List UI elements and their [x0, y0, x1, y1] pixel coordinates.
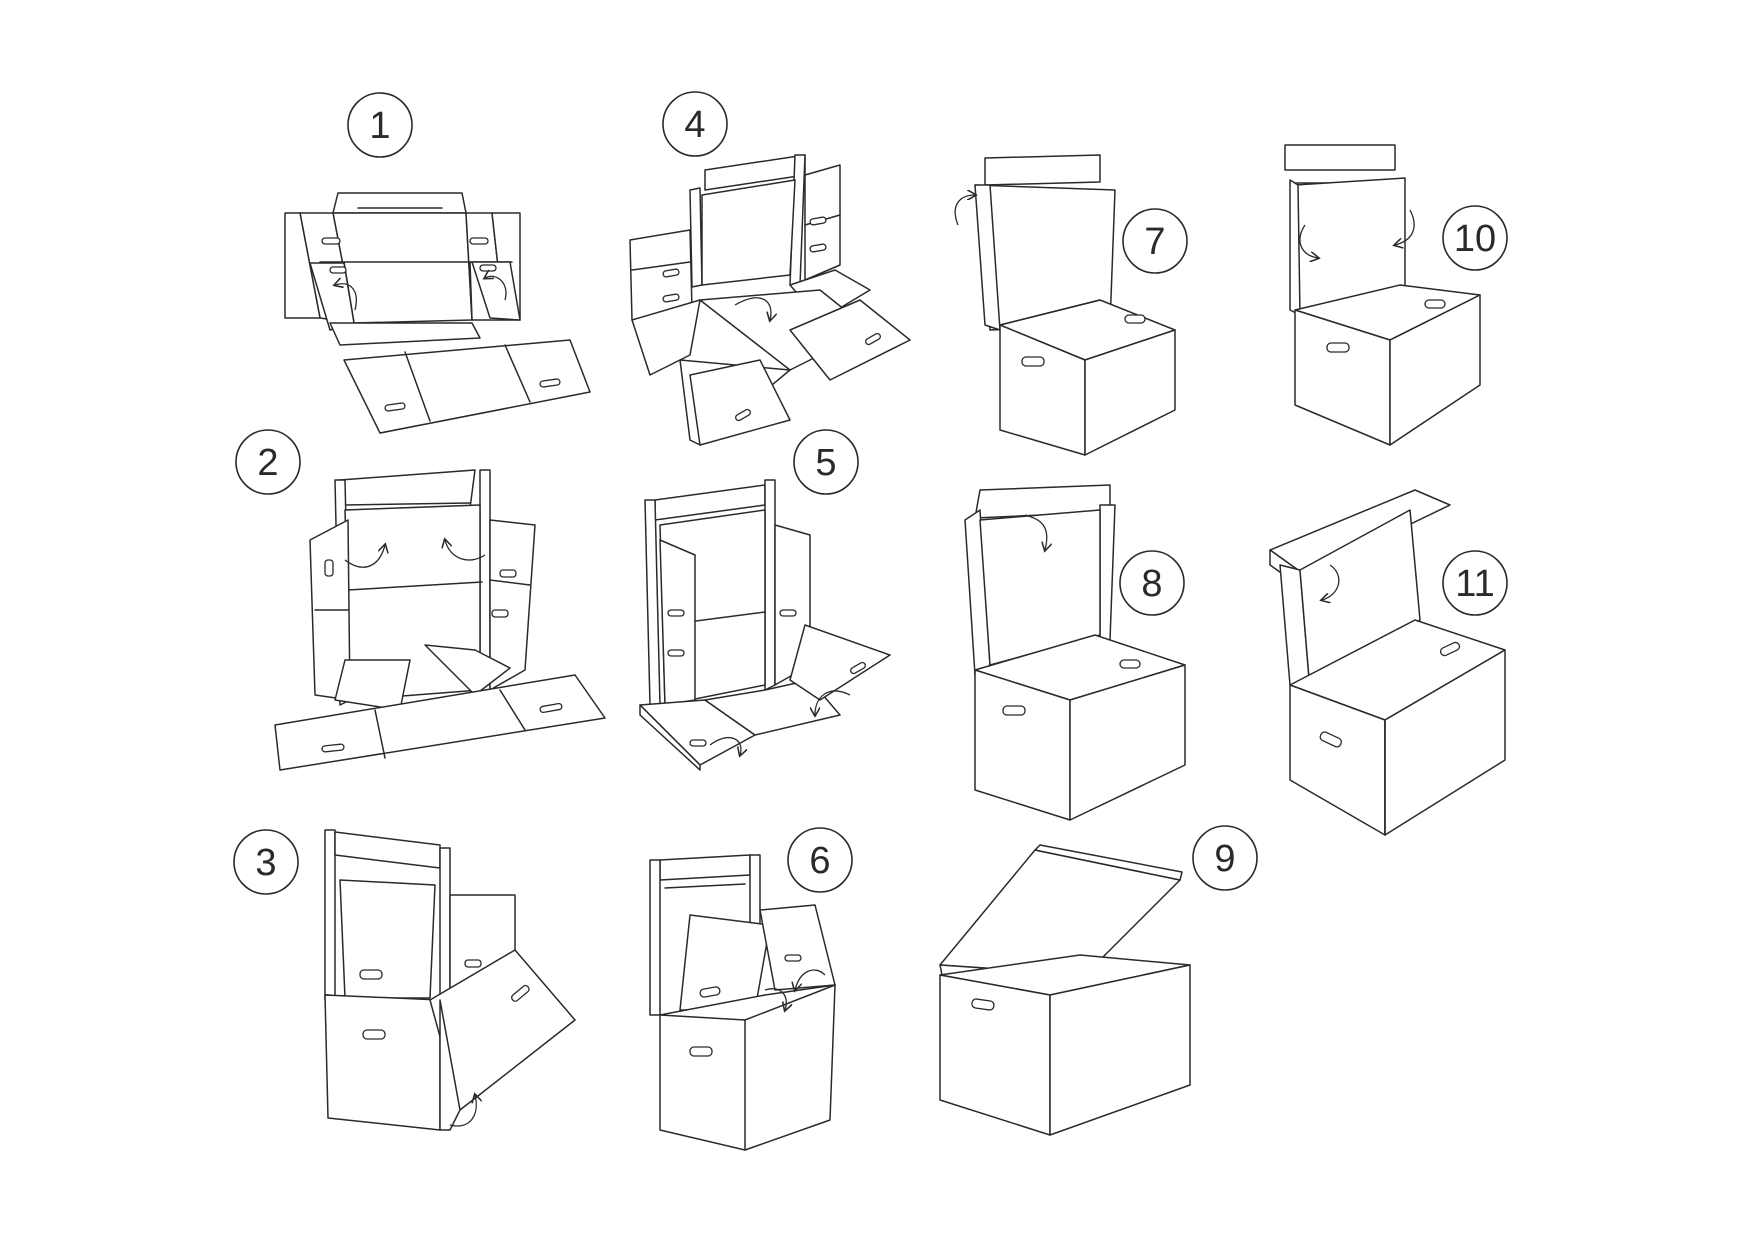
step-number-10: 10 [1454, 218, 1496, 260]
step-11-illustration [1269, 489, 1506, 836]
step-number-5: 5 [815, 442, 836, 484]
step-number-11: 11 [1455, 563, 1494, 605]
step-number-2: 2 [257, 442, 278, 484]
step-badge-9: 9 [1192, 825, 1258, 891]
step-number-4: 4 [684, 104, 705, 146]
step-8-illustration [964, 484, 1186, 821]
step-badge-8: 8 [1119, 550, 1185, 616]
step-1-illustration [284, 192, 591, 434]
step-number-7: 7 [1144, 221, 1165, 263]
step-7-illustration [954, 154, 1176, 456]
step-6-illustration [649, 854, 836, 1151]
step-number-6: 6 [809, 840, 830, 882]
step-number-9: 9 [1214, 838, 1235, 880]
step-4-illustration [629, 154, 911, 446]
step-badge-5: 5 [793, 429, 859, 495]
step-2-illustration [274, 469, 606, 771]
step-number-1: 1 [369, 105, 390, 147]
step-10-illustration [1284, 144, 1481, 446]
step-badge-4: 4 [662, 91, 728, 157]
step-badge-1: 1 [347, 92, 413, 158]
step-badge-7: 7 [1122, 208, 1188, 274]
step-badge-6: 6 [787, 827, 853, 893]
step-5-illustration [639, 479, 891, 771]
step-badge-3: 3 [233, 829, 299, 895]
step-9-illustration [939, 844, 1191, 1136]
step-number-8: 8 [1141, 563, 1162, 605]
step-badge-2: 2 [235, 429, 301, 495]
step-badge-11: 11 [1442, 550, 1508, 616]
step-number-3: 3 [255, 842, 276, 884]
step-badge-10: 10 [1442, 205, 1508, 271]
step-3-illustration [324, 829, 576, 1131]
